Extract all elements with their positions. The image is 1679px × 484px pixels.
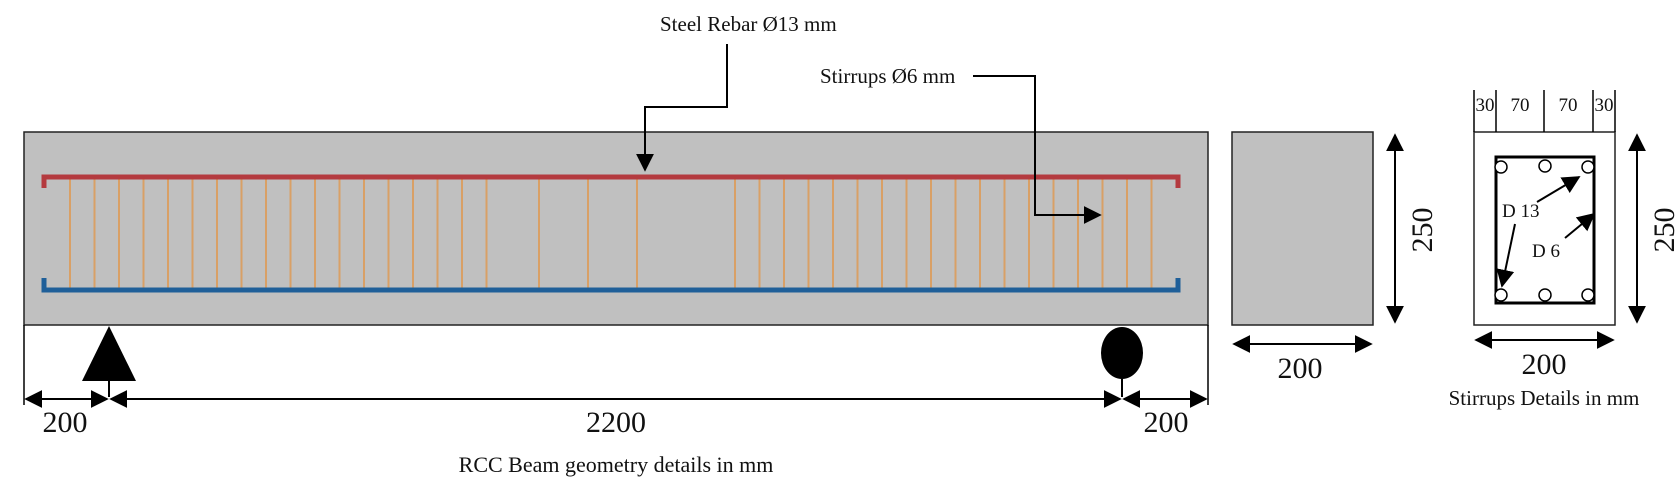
stirrup-caption: Stirrups Details in mm: [1449, 386, 1640, 410]
d13-arrow-to-corner-bar: [1536, 176, 1581, 203]
detail-cover-left: 30: [1476, 95, 1495, 116]
top-rebar-label: Steel Rebar Ø13 mm: [660, 12, 837, 36]
top-rebar: [41, 174, 1181, 188]
detail-height-dim: 250: [1648, 208, 1679, 253]
stirrups-label: Stirrups Ø6 mm: [820, 64, 955, 88]
rebar-circle-top-right: [1581, 160, 1595, 174]
stirrup-lines: [69, 179, 1153, 288]
rebar-circle-bottom-center: [1538, 288, 1552, 302]
section-height-dim: 250: [1406, 208, 1439, 253]
pin-support: [82, 326, 136, 381]
label-d6: D 6: [1532, 241, 1560, 262]
dim-span: 2200: [586, 406, 646, 439]
label-d13: D 13: [1502, 201, 1539, 222]
detail-spacing-right: 70: [1559, 95, 1578, 116]
dim-right-overhang: 200: [1144, 406, 1189, 439]
beam-cross-section: [1231, 131, 1374, 326]
stirrups-leader: [973, 75, 1102, 224]
detail-cover-right: 30: [1595, 95, 1614, 116]
beam-caption: RCC Beam geometry details in mm: [459, 452, 774, 477]
rebar-circle-top-left: [1494, 160, 1508, 174]
section-width-dim: 200: [1278, 352, 1323, 385]
d6-arrow-to-stirrup: [1564, 212, 1596, 239]
rebar-circle-bottom-left: [1494, 288, 1508, 302]
dim-left-overhang: 200: [43, 406, 88, 439]
d13-arrow-to-bottom-bar: [1496, 223, 1516, 288]
roller-support: [1101, 327, 1143, 379]
top-rebar-leader: [636, 44, 728, 172]
detail-width-dim: 200: [1522, 348, 1567, 381]
rebar-circle-bottom-right: [1581, 288, 1595, 302]
rebar-circle-top-center: [1538, 159, 1552, 173]
bottom-rebar: [41, 278, 1181, 293]
beam-body: [23, 131, 1209, 326]
detail-spacing-left: 70: [1511, 95, 1530, 116]
